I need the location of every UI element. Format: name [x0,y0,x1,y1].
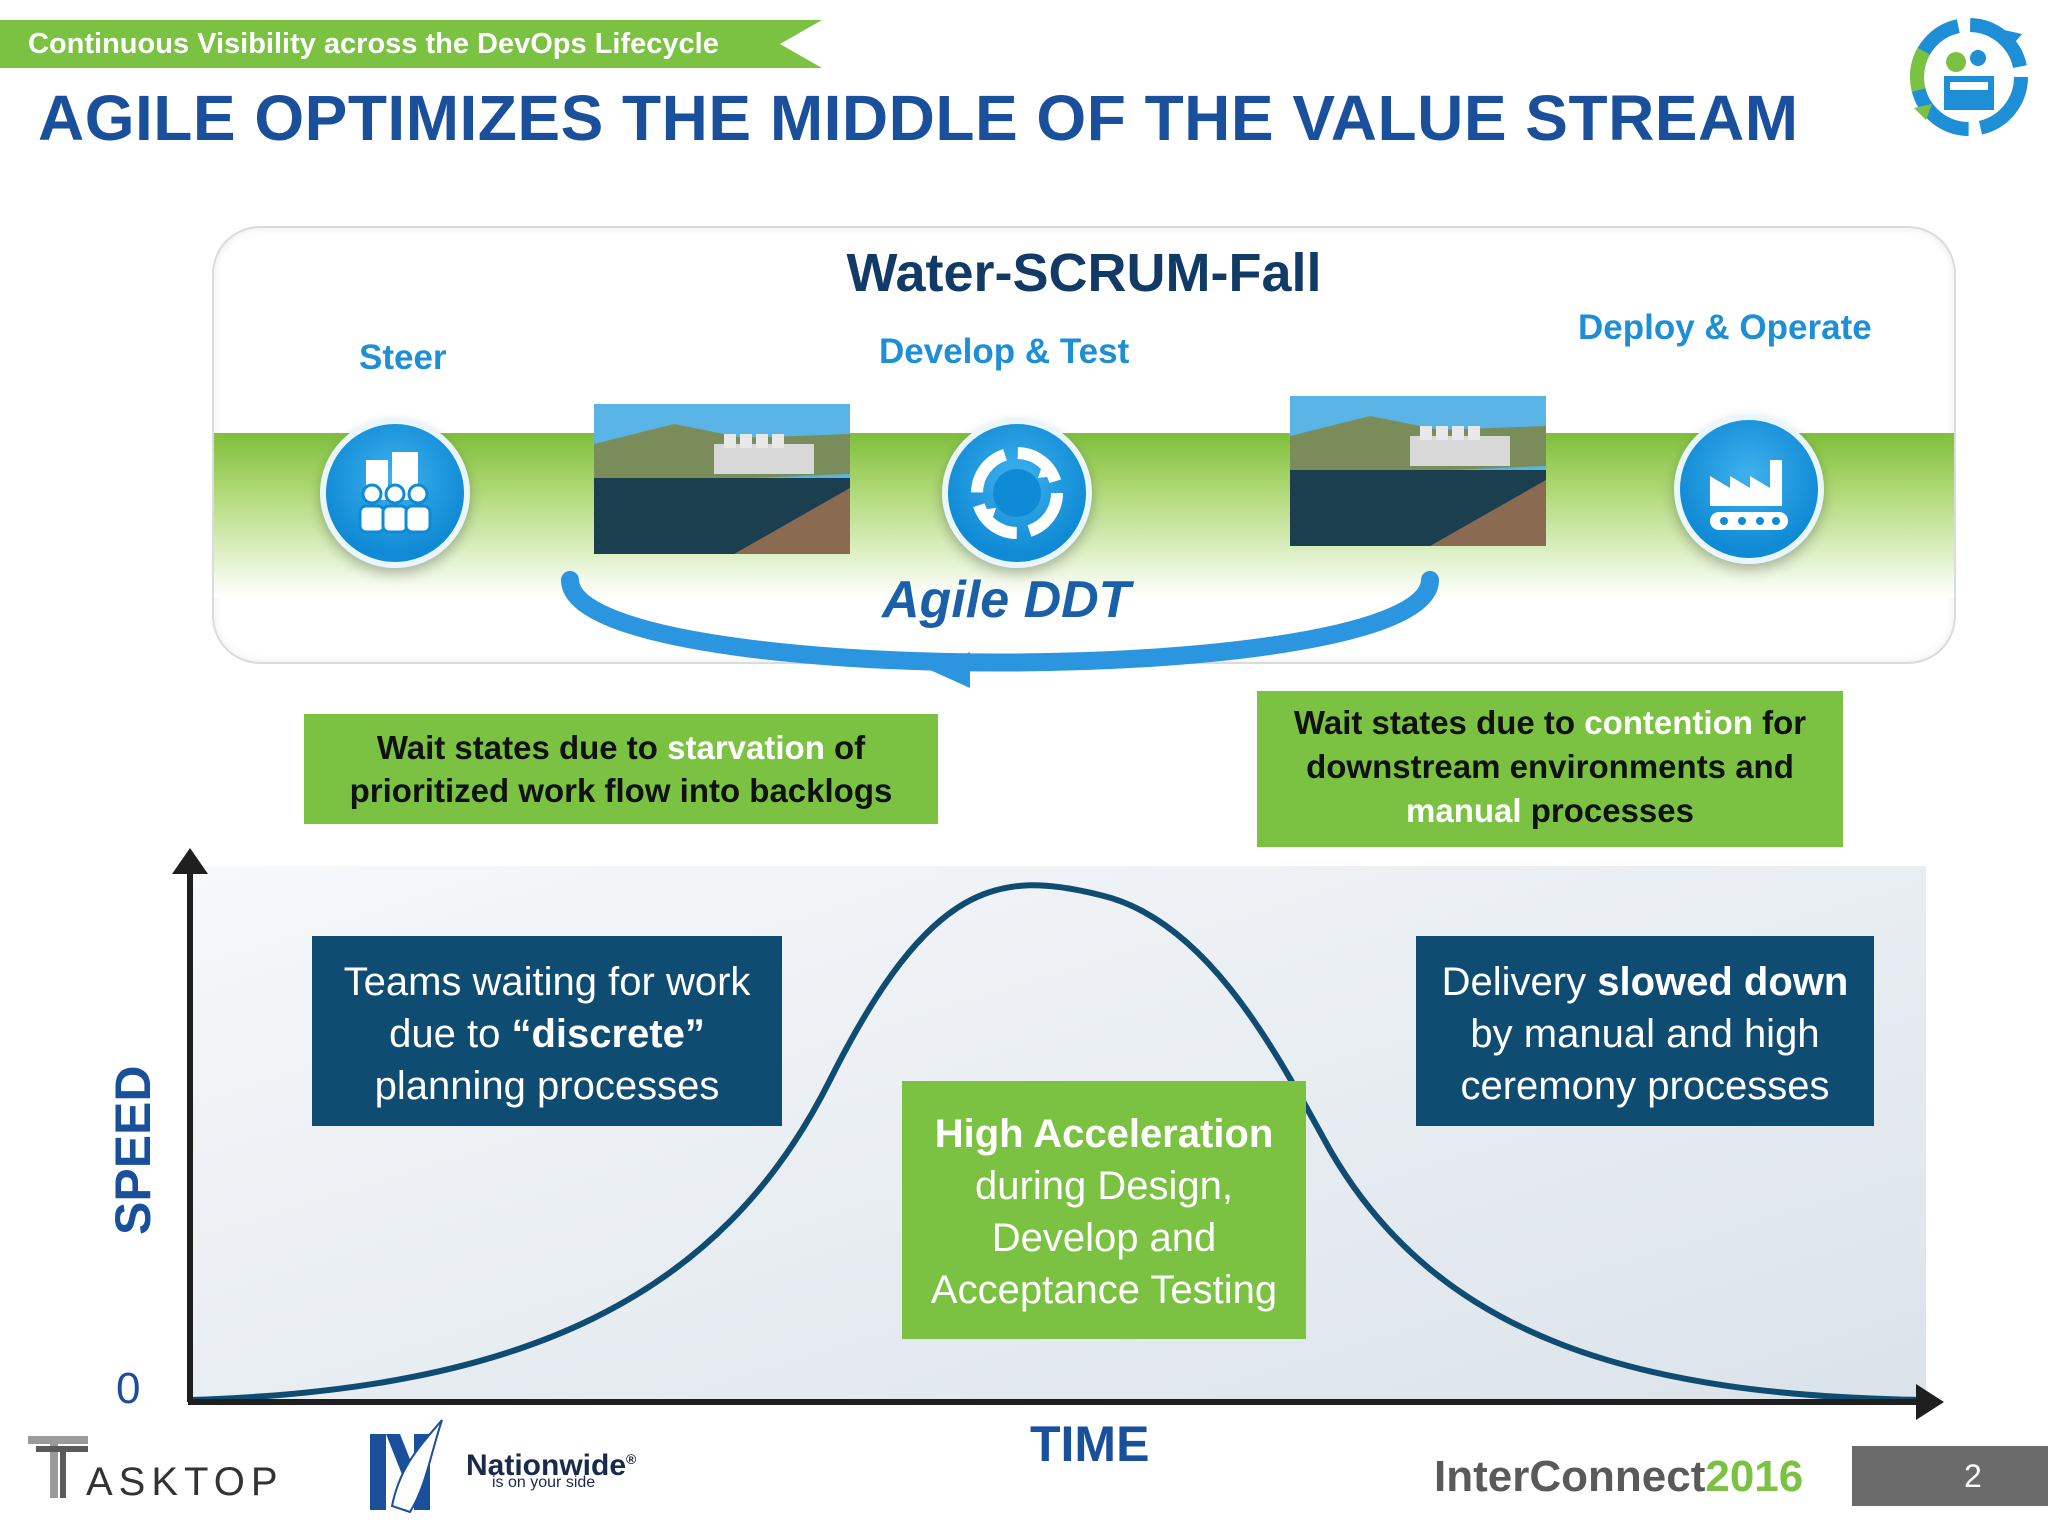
interconnect-wordmark: InterConnect2016 [1434,1452,1803,1502]
header-banner [0,20,822,68]
nationwide-registered: ® [626,1451,637,1467]
nationwide-eagle-icon [370,1419,443,1514]
wait-right-pre: Wait states due to [1293,704,1585,741]
teams-waiting-box: Teams waiting for work due to “discrete”… [312,936,782,1126]
panel-title: Water-SCRUM-Fall [846,243,1322,303]
page-title: AGILE OPTIMIZES THE MIDDLE OF THE VALUE … [38,82,1799,154]
dam-image-left [594,404,850,554]
x-axis-label: TIME [1030,1416,1150,1472]
wait-left-pre: Wait states due to [376,729,668,766]
develop-cycle-icon [942,418,1092,568]
interconnect-name: InterConnect [1434,1452,1706,1501]
nationwide-name: Nationwide [466,1449,627,1482]
wait-states-starvation-box: Wait states due to starvation of priorit… [304,714,938,824]
wait-left-post: of prioritized work flow into backlogs [349,729,893,809]
wait-right-post: processes [1521,792,1694,829]
box-mid-line3: Develop and [991,1216,1217,1260]
page-number: 2 [1964,1458,1982,1494]
factory-conveyor-icon [1710,460,1788,530]
box-right-line1-bold: slowed down [1597,960,1849,1004]
wait-right-highlight1: contention [1584,704,1753,741]
wait-right-highlight2: manual [1406,792,1522,829]
wait-states-contention-box: Wait states due to contention for downst… [1257,691,1843,847]
dam-image-right [1290,396,1546,546]
deploy-factory-icon [1674,414,1824,564]
box-left-line1: Teams waiting for work [343,960,751,1004]
devops-cycle-icon [1910,18,2028,136]
origin-label: 0 [116,1364,141,1413]
box-right-line1: Delivery slowed down [1416,956,1874,1008]
nationwide-tagline: is on your side [492,1474,596,1491]
nationwide-wordmark: Nationwide® [466,1442,636,1483]
high-acceleration-box: High Acceleration during Design, Develop… [902,1081,1306,1339]
box-left-line3: planning processes [374,1064,720,1108]
box-left-line2-bold: “discrete” [511,1012,705,1056]
delivery-slowed-box: Delivery slowed down by manual and high … [1416,936,1874,1126]
box-mid-line4: Acceptance Testing [930,1268,1278,1312]
team-buildings-icon [358,452,432,534]
y-axis-arrow [172,848,208,874]
box-right-line3: ceremony processes [1460,1064,1830,1108]
wait-left-highlight: starvation [667,729,825,766]
box-mid-line2: during Design, [975,1164,1233,1208]
box-right-line1-pre: Delivery [1441,960,1598,1004]
steer-team-icon [320,418,470,568]
deploy-operate-label: Deploy & Operate [1578,308,1872,347]
agile-loop-arrow [561,571,1439,688]
box-right-line2: by manual and high [1470,1012,1820,1056]
y-axis-label: SPEED [105,1065,161,1235]
box-left-line2-pre: due to [389,1012,512,1056]
steer-label: Steer [359,338,447,377]
agile-ddt-label: Agile DDT [882,571,1131,629]
develop-test-label: Develop & Test [879,332,1130,371]
box-left-line2: due to “discrete” [312,1008,782,1060]
banner-text: Continuous Visibility across the DevOps … [28,28,719,60]
wait-right-mid: for downstream environments and [1306,704,1807,785]
tasktop-logo-icon [28,1436,88,1498]
x-axis-arrow [1916,1384,1944,1420]
page-number-bar [1852,1446,2048,1506]
tasktop-wordmark: ASKTOP [86,1460,284,1504]
interconnect-year: 2016 [1705,1452,1804,1501]
speed-curve [189,882,1921,1403]
water-scrum-fall-panel: Water-SCRUM-Fall Steer Develop & Test De… [212,226,1956,664]
refresh-arrows-icon [971,447,1063,539]
box-mid-bold: High Acceleration [934,1112,1274,1156]
